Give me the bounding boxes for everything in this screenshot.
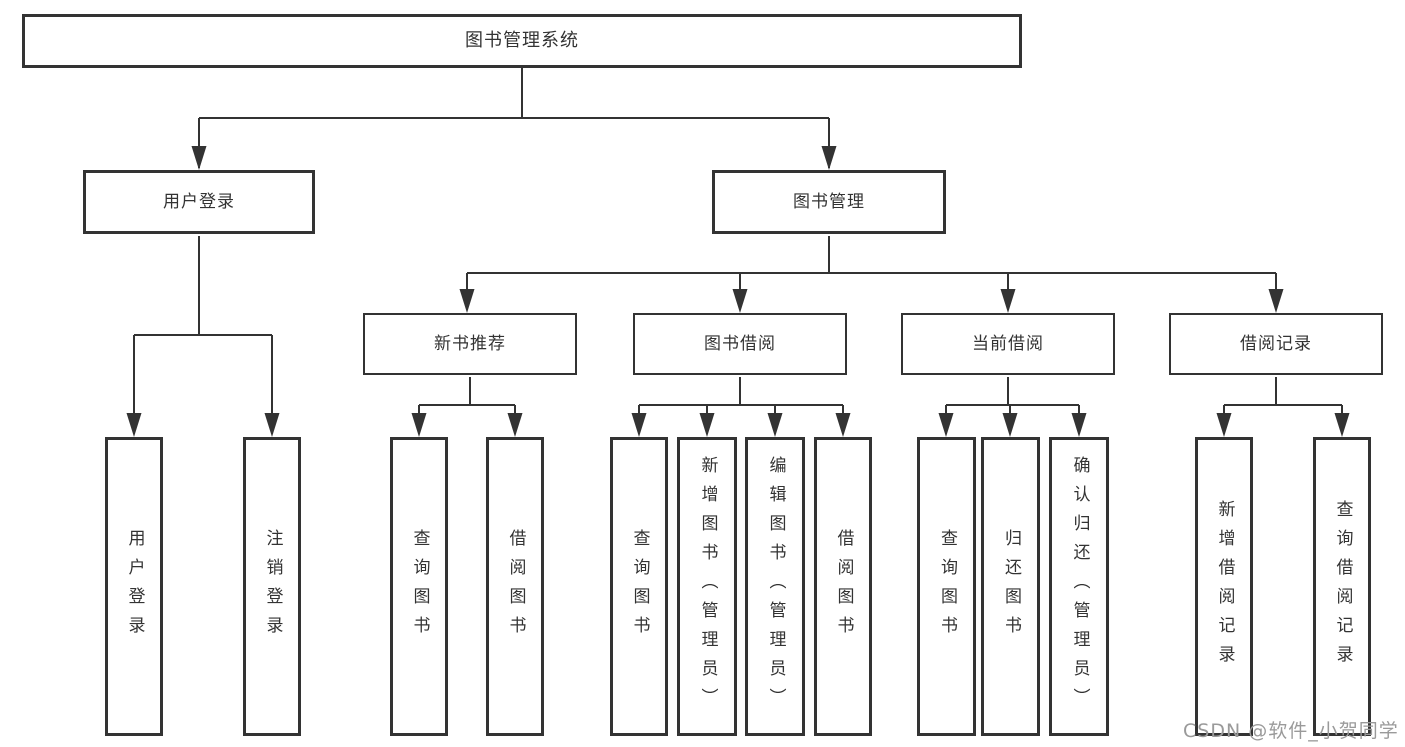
leaf-borrow-books-recommend: 借阅图书 bbox=[486, 437, 544, 736]
node-borrowing-records: 借阅记录 bbox=[1169, 313, 1383, 375]
leaf-label: 查询图书 bbox=[629, 528, 650, 645]
watermark: CSDN @软件_小贺同学 bbox=[1183, 720, 1399, 742]
arrow-down-icon bbox=[1071, 413, 1087, 437]
arrow-down-icon bbox=[938, 413, 954, 437]
arrow-down-icon bbox=[1268, 289, 1284, 313]
node-new-book-recommend: 新书推荐 bbox=[363, 313, 577, 375]
arrow-down-icon bbox=[459, 289, 475, 313]
node-label: 图书借阅 bbox=[704, 333, 776, 354]
arrow-down-icon bbox=[1334, 413, 1350, 437]
leaf-label: 借阅图书 bbox=[505, 528, 526, 645]
leaf-query-books-current: 查询图书 bbox=[917, 437, 976, 736]
arrow-down-icon bbox=[767, 413, 783, 437]
leaf-edit-books-admin: 编辑图书（管理员） bbox=[745, 437, 805, 736]
leaf-add-books-admin: 新增图书（管理员） bbox=[677, 437, 737, 736]
leaf-logout: 注销登录 bbox=[243, 437, 301, 736]
arrowheads-group bbox=[126, 146, 1350, 437]
leaf-label: 编辑图书（管理员） bbox=[765, 456, 786, 717]
leaf-label: 查询借阅记录 bbox=[1332, 499, 1353, 674]
node-book-management: 图书管理 bbox=[712, 170, 946, 234]
leaf-label: 注销登录 bbox=[262, 528, 283, 645]
arrow-down-icon bbox=[732, 289, 748, 313]
connector-rails bbox=[133, 68, 1343, 434]
node-user-login: 用户登录 bbox=[83, 170, 315, 234]
leaf-label: 归还图书 bbox=[1001, 528, 1021, 645]
leaf-borrow-books: 借阅图书 bbox=[814, 437, 872, 736]
leaf-add-borrow-record: 新增借阅记录 bbox=[1195, 437, 1253, 736]
node-root: 图书管理系统 bbox=[22, 14, 1022, 68]
leaf-user-login: 用户登录 bbox=[105, 437, 163, 736]
arrow-down-icon bbox=[191, 146, 207, 170]
leaf-label: 用户登录 bbox=[124, 528, 145, 645]
leaf-label: 查询图书 bbox=[409, 528, 430, 645]
node-label: 图书管理 bbox=[793, 191, 865, 212]
node-label: 当前借阅 bbox=[972, 333, 1044, 354]
arrow-down-icon bbox=[264, 413, 280, 437]
arrow-down-icon bbox=[835, 413, 851, 437]
leaf-label: 确认归还（管理员） bbox=[1069, 456, 1090, 717]
node-label: 用户登录 bbox=[163, 191, 235, 212]
node-label: 新书推荐 bbox=[434, 333, 506, 354]
arrow-down-icon bbox=[1002, 413, 1018, 437]
leaf-confirm-return-admin: 确认归还（管理员） bbox=[1049, 437, 1109, 736]
node-label: 借阅记录 bbox=[1240, 333, 1312, 354]
leaf-label: 新增借阅记录 bbox=[1214, 499, 1235, 674]
node-current-borrowing: 当前借阅 bbox=[901, 313, 1115, 375]
arrow-down-icon bbox=[631, 413, 647, 437]
leaf-label: 新增图书（管理员） bbox=[697, 456, 718, 717]
arrow-down-icon bbox=[821, 146, 837, 170]
leaf-return-books: 归还图书 bbox=[981, 437, 1040, 736]
arrow-down-icon bbox=[507, 413, 523, 437]
arrow-down-icon bbox=[126, 413, 142, 437]
node-book-borrowing: 图书借阅 bbox=[633, 313, 847, 375]
arrow-down-icon bbox=[411, 413, 427, 437]
arrow-down-icon bbox=[699, 413, 715, 437]
arrow-down-icon bbox=[1216, 413, 1232, 437]
leaf-query-books-borrowing: 查询图书 bbox=[610, 437, 668, 736]
leaf-query-books-recommend: 查询图书 bbox=[390, 437, 448, 736]
leaf-query-borrow-record: 查询借阅记录 bbox=[1313, 437, 1371, 736]
leaf-label: 查询图书 bbox=[937, 528, 957, 645]
arrow-down-icon bbox=[1000, 289, 1016, 313]
node-root-label: 图书管理系统 bbox=[465, 30, 579, 52]
leaf-label: 借阅图书 bbox=[833, 528, 854, 645]
